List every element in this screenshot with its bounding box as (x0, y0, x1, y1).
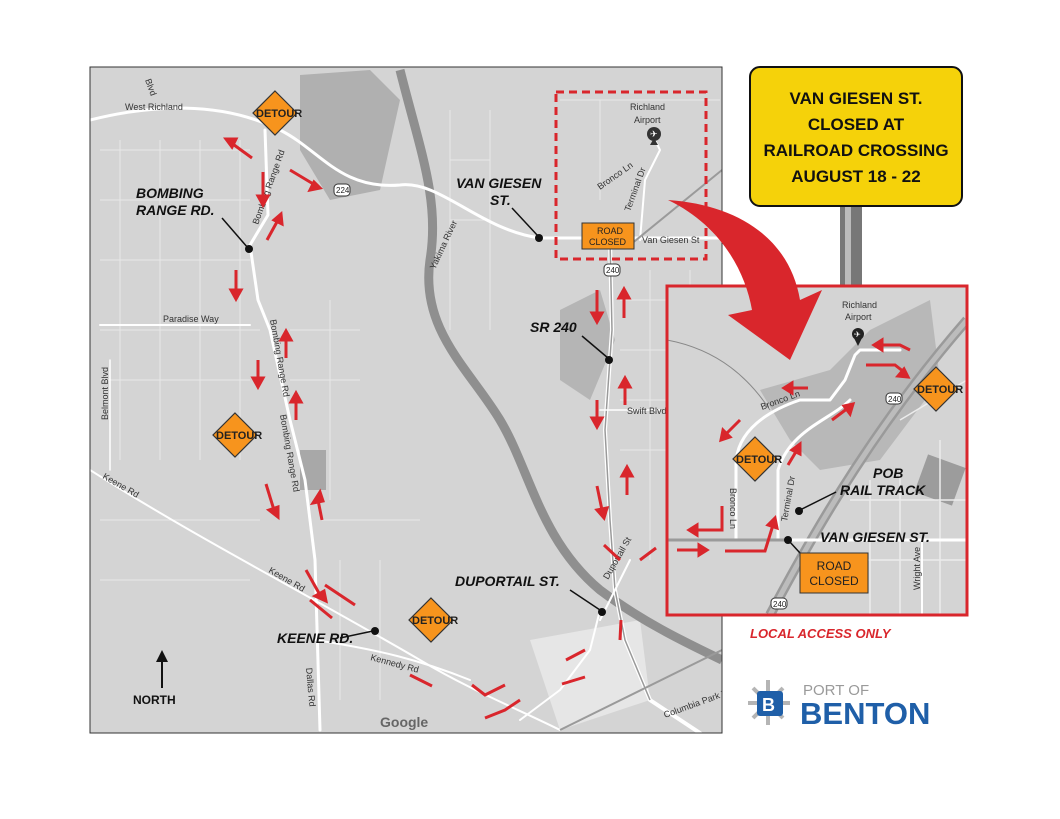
highway-shield: 224 (333, 183, 351, 197)
place-label: Airport (845, 312, 872, 322)
svg-text:✈: ✈ (650, 129, 658, 139)
north-arrow: NORTH (133, 650, 176, 707)
callout-bombing-range: BOMBING RANGE RD. (136, 185, 253, 253)
svg-text:ROAD: ROAD (817, 559, 852, 573)
svg-text:240: 240 (606, 266, 620, 275)
van-giesen-label: VAN GIESEN ST. (820, 529, 930, 545)
svg-text:KEENE RD.: KEENE RD. (277, 630, 353, 646)
highway-shield: 240 (885, 392, 903, 405)
port-of-benton-logo: B PORT OF BENTON (748, 680, 930, 731)
svg-text:✈: ✈ (854, 330, 861, 339)
place-label: West Richland (125, 102, 183, 112)
street-label: Belmont Blvd (100, 367, 110, 420)
svg-text:VAN GIESEN ST.: VAN GIESEN ST. (790, 89, 923, 108)
callout-van-giesen: VAN GIESEN ST. (456, 175, 543, 242)
map-attribution: Google (380, 714, 428, 730)
svg-text:240: 240 (888, 395, 902, 404)
rail-track-label: RAIL TRACK (840, 482, 926, 498)
svg-text:DETOUR: DETOUR (412, 615, 458, 627)
callout-duportail: DUPORTAIL ST. (455, 573, 606, 616)
svg-text:CLOSED: CLOSED (589, 237, 627, 247)
place-label: Richland (842, 300, 877, 310)
svg-text:240: 240 (773, 600, 787, 609)
place-label: Airport (634, 115, 661, 125)
svg-text:PORT OF: PORT OF (803, 682, 869, 699)
highway-shield: 240 (770, 597, 788, 610)
svg-text:AUGUST 18 - 22: AUGUST 18 - 22 (791, 167, 920, 186)
street-label: Paradise Way (163, 314, 219, 324)
detour-sign: DETOUR (732, 436, 782, 482)
callout-keene: KEENE RD. (277, 627, 379, 646)
svg-text:BENTON: BENTON (800, 696, 930, 731)
street-label: Van Giesen St (642, 235, 700, 245)
street-label: Dallas Rd (304, 667, 317, 707)
svg-text:224: 224 (336, 186, 350, 195)
road-closed-sign: ROAD CLOSED (799, 552, 869, 594)
svg-text:ST.: ST. (490, 192, 511, 208)
zoom-arrow (668, 200, 822, 360)
airport-icon: ✈ (852, 328, 864, 346)
detour-arrows (677, 337, 911, 558)
svg-text:RANGE RD.: RANGE RD. (136, 202, 215, 218)
detour-sign: DETOUR (913, 366, 963, 412)
svg-text:CLOSED: CLOSED (809, 574, 859, 588)
street-label: Wright Ave (912, 547, 922, 590)
airport-icon: ✈ (647, 127, 661, 145)
detour-sign: DETOUR (252, 90, 302, 136)
inset-map[interactable]: Richland Airport ✈ Bronco Ln Bronco Ln T… (665, 284, 969, 617)
svg-text:DETOUR: DETOUR (216, 430, 262, 442)
svg-text:RAILROAD CROSSING: RAILROAD CROSSING (763, 141, 948, 160)
svg-text:CLOSED AT: CLOSED AT (808, 115, 905, 134)
focus-area-outline (554, 90, 708, 261)
detour-sign: DETOUR (212, 412, 262, 458)
road-closed-sign: ROAD CLOSED (581, 222, 635, 250)
svg-text:DUPORTAIL ST.: DUPORTAIL ST. (455, 573, 560, 589)
svg-text:NORTH: NORTH (133, 693, 176, 707)
highway-shield: 240 (603, 263, 621, 277)
street-label: Swift Blvd (627, 406, 667, 416)
svg-text:DETOUR: DETOUR (736, 454, 782, 466)
svg-text:DETOUR: DETOUR (917, 384, 963, 396)
svg-text:BOMBING: BOMBING (136, 185, 204, 201)
rail-track-label: POB (873, 465, 903, 481)
svg-text:B: B (762, 695, 775, 715)
main-map[interactable]: West Richland Richland Airport ✈ Yakima … (90, 67, 731, 733)
svg-text:DETOUR: DETOUR (256, 108, 302, 120)
detour-arrows (223, 137, 657, 720)
svg-text:SR 240: SR 240 (530, 319, 577, 335)
street-label: Bronco Ln (728, 488, 738, 529)
svg-text:VAN GIESEN: VAN GIESEN (456, 175, 542, 191)
place-label: Richland (630, 102, 665, 112)
local-access-note: LOCAL ACCESS ONLY (750, 626, 892, 641)
callout-sr240: SR 240 (530, 319, 613, 364)
closure-sign: VAN GIESEN ST. CLOSED AT RAILROAD CROSSI… (749, 66, 963, 287)
detour-sign: DETOUR (408, 597, 458, 643)
svg-text:ROAD: ROAD (597, 226, 624, 236)
